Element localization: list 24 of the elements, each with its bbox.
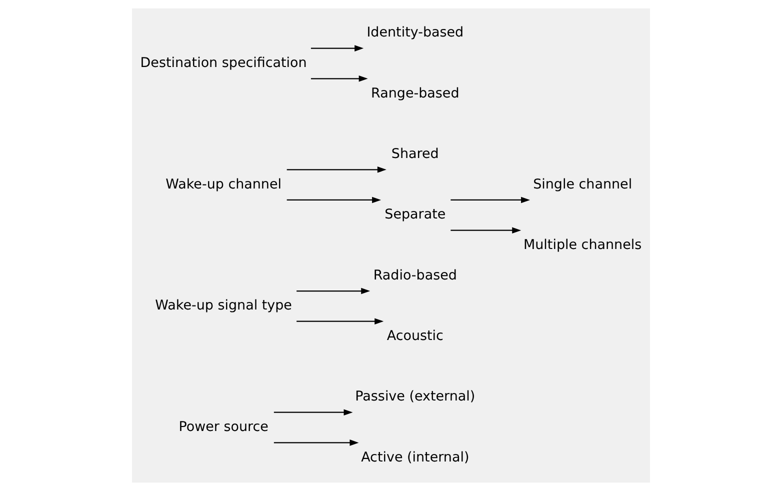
node-text: Identity-based bbox=[366, 24, 464, 41]
arrow bbox=[450, 227, 521, 234]
arrow bbox=[310, 45, 364, 52]
arrow bbox=[310, 75, 368, 82]
arrow bbox=[286, 196, 381, 204]
node-text: Separate bbox=[384, 206, 446, 223]
node-text: Range-based bbox=[370, 85, 459, 102]
node-text: Multiple channels bbox=[523, 236, 642, 253]
node-text: Power source bbox=[178, 419, 268, 436]
node-text: Active (internal) bbox=[360, 449, 469, 466]
node-text: Acoustic bbox=[386, 328, 443, 344]
node-text: Single channel bbox=[532, 176, 632, 192]
node-text: Shared bbox=[390, 146, 438, 162]
node-text: Destination specification bbox=[140, 54, 306, 71]
arrow bbox=[286, 166, 386, 173]
arrow bbox=[296, 318, 384, 324]
node-text: Radio-based bbox=[372, 267, 456, 284]
node-text: Passive (external) bbox=[354, 388, 475, 405]
arrow bbox=[273, 440, 358, 446]
node-text: Wake-up channel bbox=[165, 176, 281, 192]
arrow bbox=[296, 288, 370, 294]
arrow bbox=[450, 196, 530, 204]
node-text: Wake-up signal type bbox=[154, 298, 292, 314]
arrow bbox=[273, 409, 352, 416]
